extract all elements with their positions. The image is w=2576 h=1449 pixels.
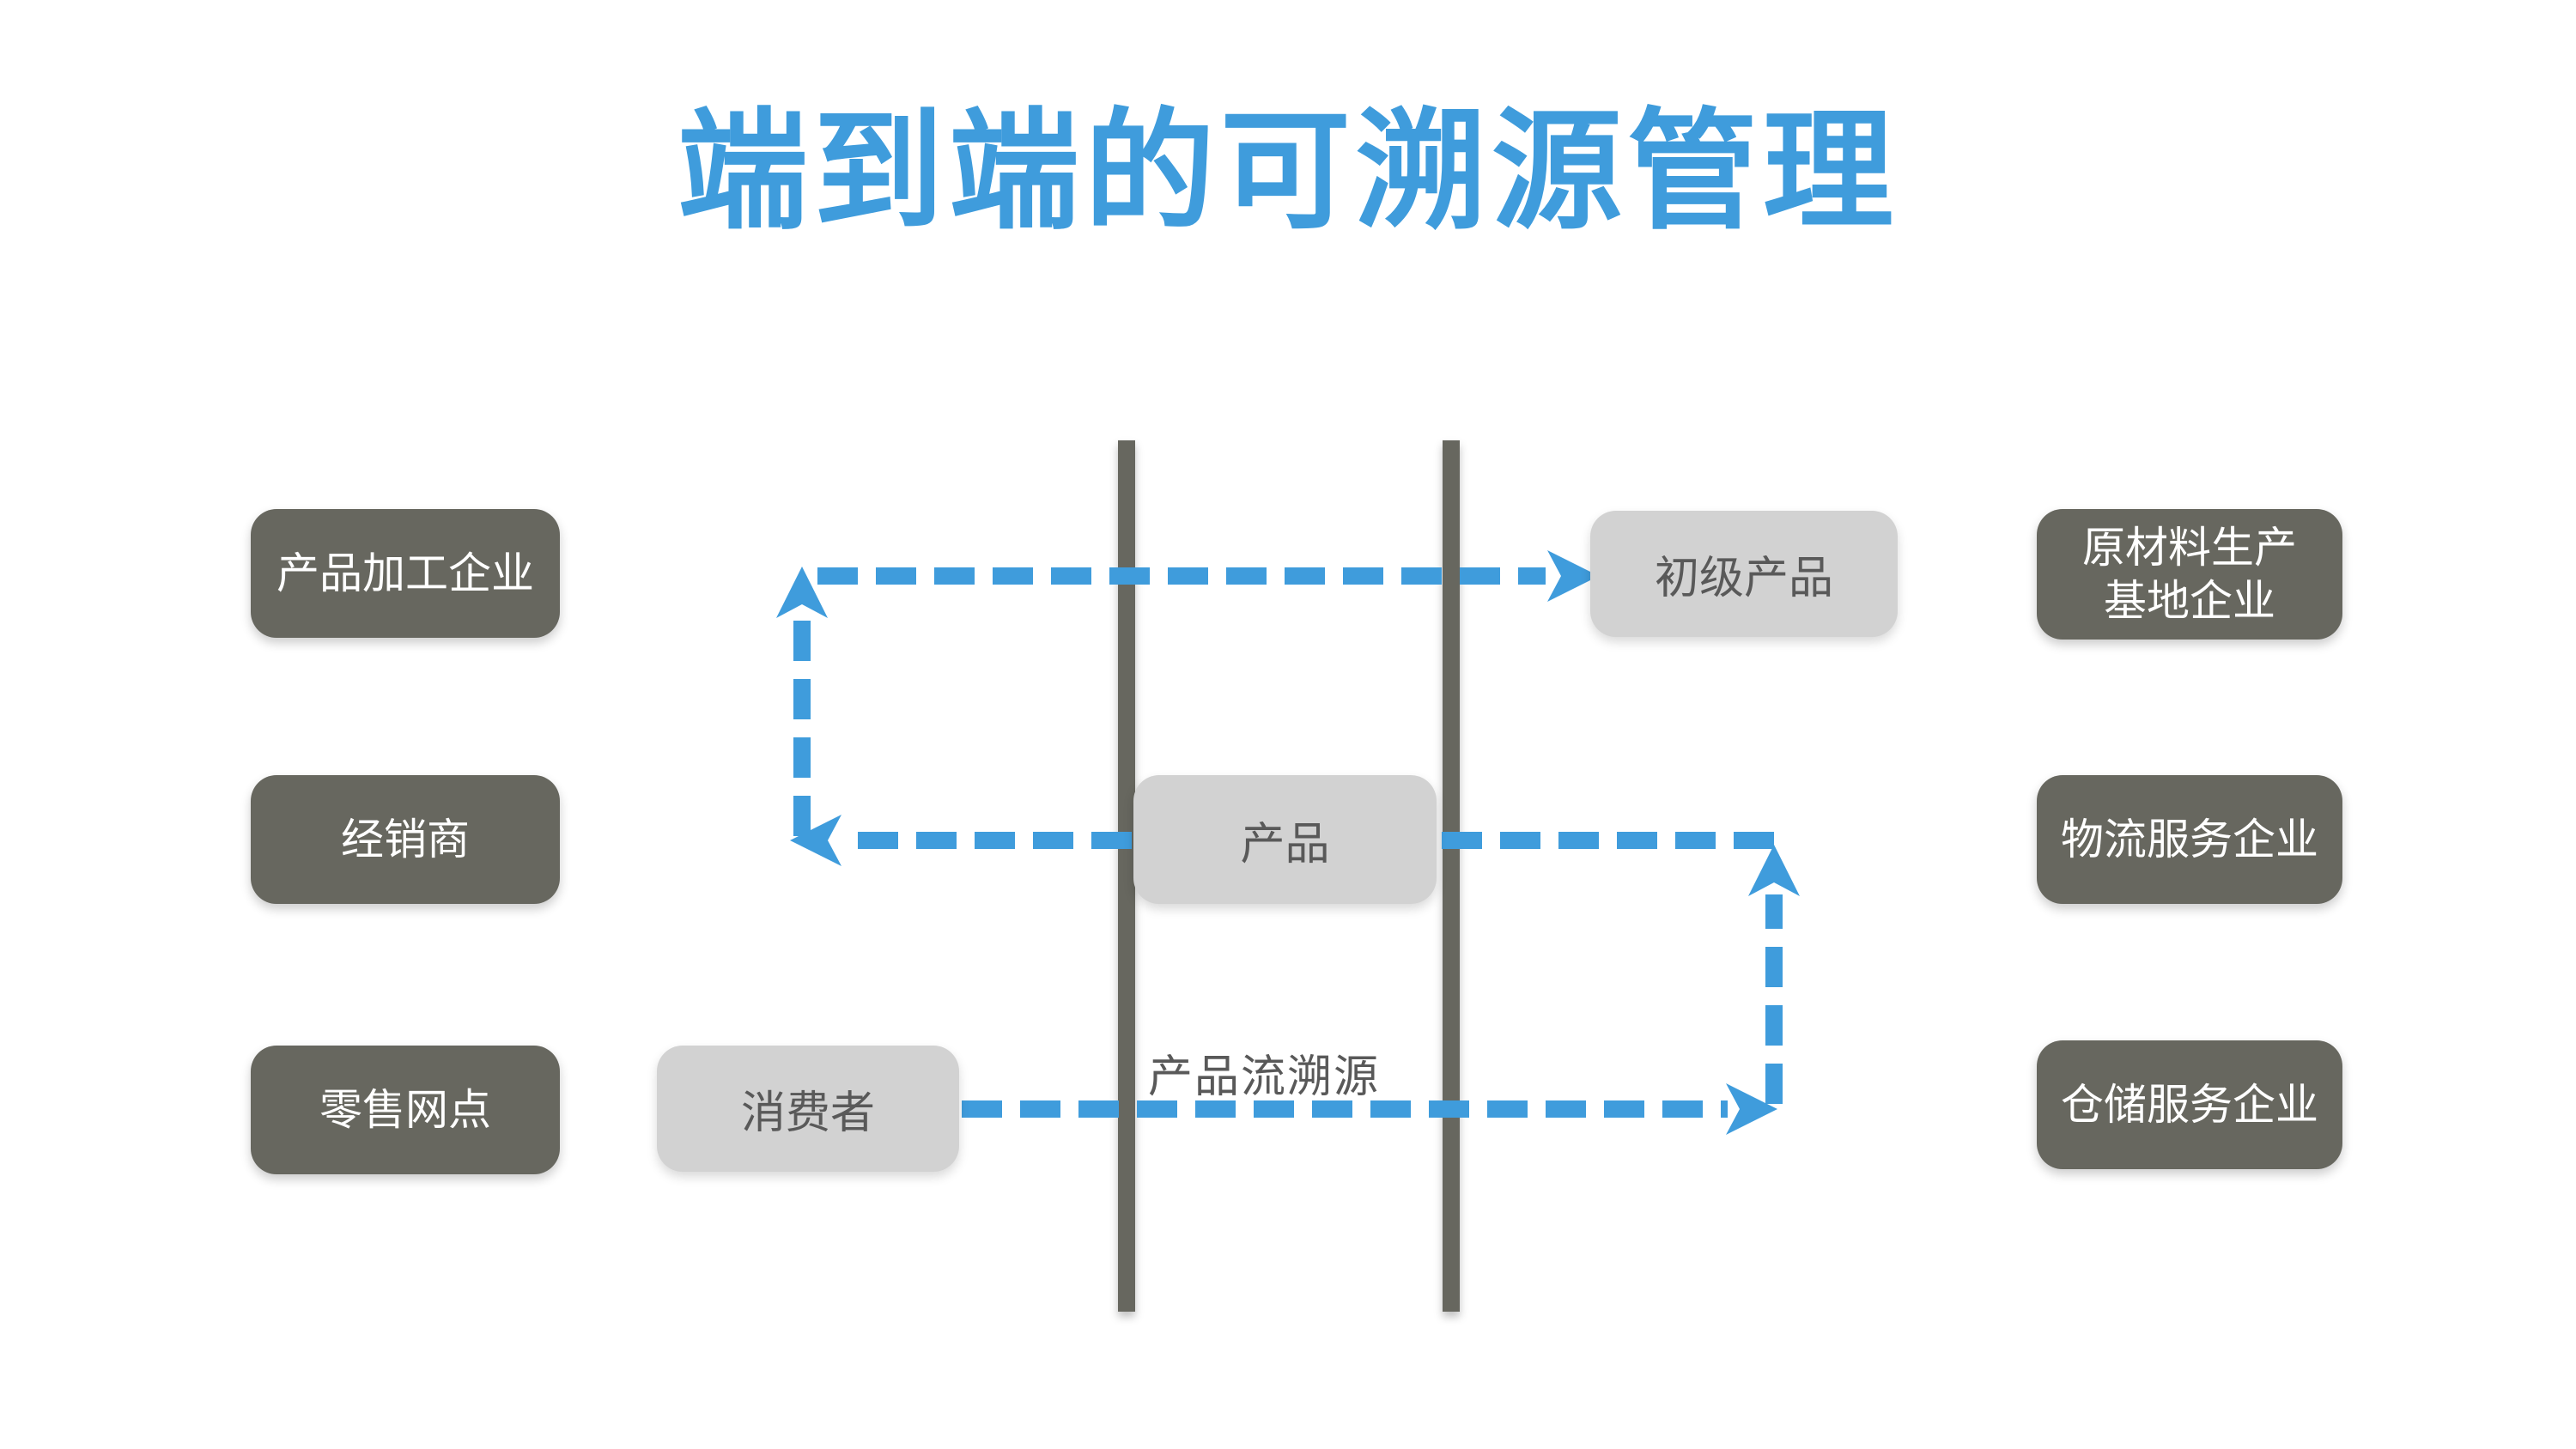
box-logistics-company: 物流服务企业 [2037,775,2342,904]
box-product-processing-company: 产品加工企业 [251,509,560,638]
node-label: 消费者 [740,1088,875,1138]
box-label: 经销商 [341,815,470,864]
box-label: 产品加工企业 [276,549,534,597]
divider-bar-left [1118,440,1135,1312]
box-label: 物流服务企业 [2061,815,2318,864]
box-label: 零售网点 [319,1086,491,1134]
box-raw-material-base-company: 原材料生产基地企业 [2037,509,2342,640]
arrowhead-right-consumer-row [1726,1083,1777,1135]
page-title: 端到端的可溯源管理 [677,99,1899,245]
divider-bar-right [1443,440,1460,1312]
node-label: 初级产品 [1654,554,1833,603]
box-label: 仓储服务企业 [2061,1081,2318,1129]
node-consumer: 消费者 [657,1046,959,1172]
node-product: 产品 [1133,775,1437,904]
box-label: 原材料生产基地企业 [2082,524,2297,625]
arrowhead-up-left [776,567,828,618]
node-label: 产品 [1240,819,1330,870]
flow-label: 产品流溯源 [1148,1052,1381,1102]
arrowhead-up-right [1748,845,1800,896]
box-distributor: 经销商 [251,775,560,904]
arrowhead-right-primary-product [1547,550,1599,602]
arrowhead-left-product-row [790,815,841,866]
node-primary-product: 初级产品 [1590,511,1898,637]
box-warehousing-company: 仓储服务企业 [2037,1040,2342,1169]
box-retail-outlet: 零售网点 [251,1046,560,1174]
